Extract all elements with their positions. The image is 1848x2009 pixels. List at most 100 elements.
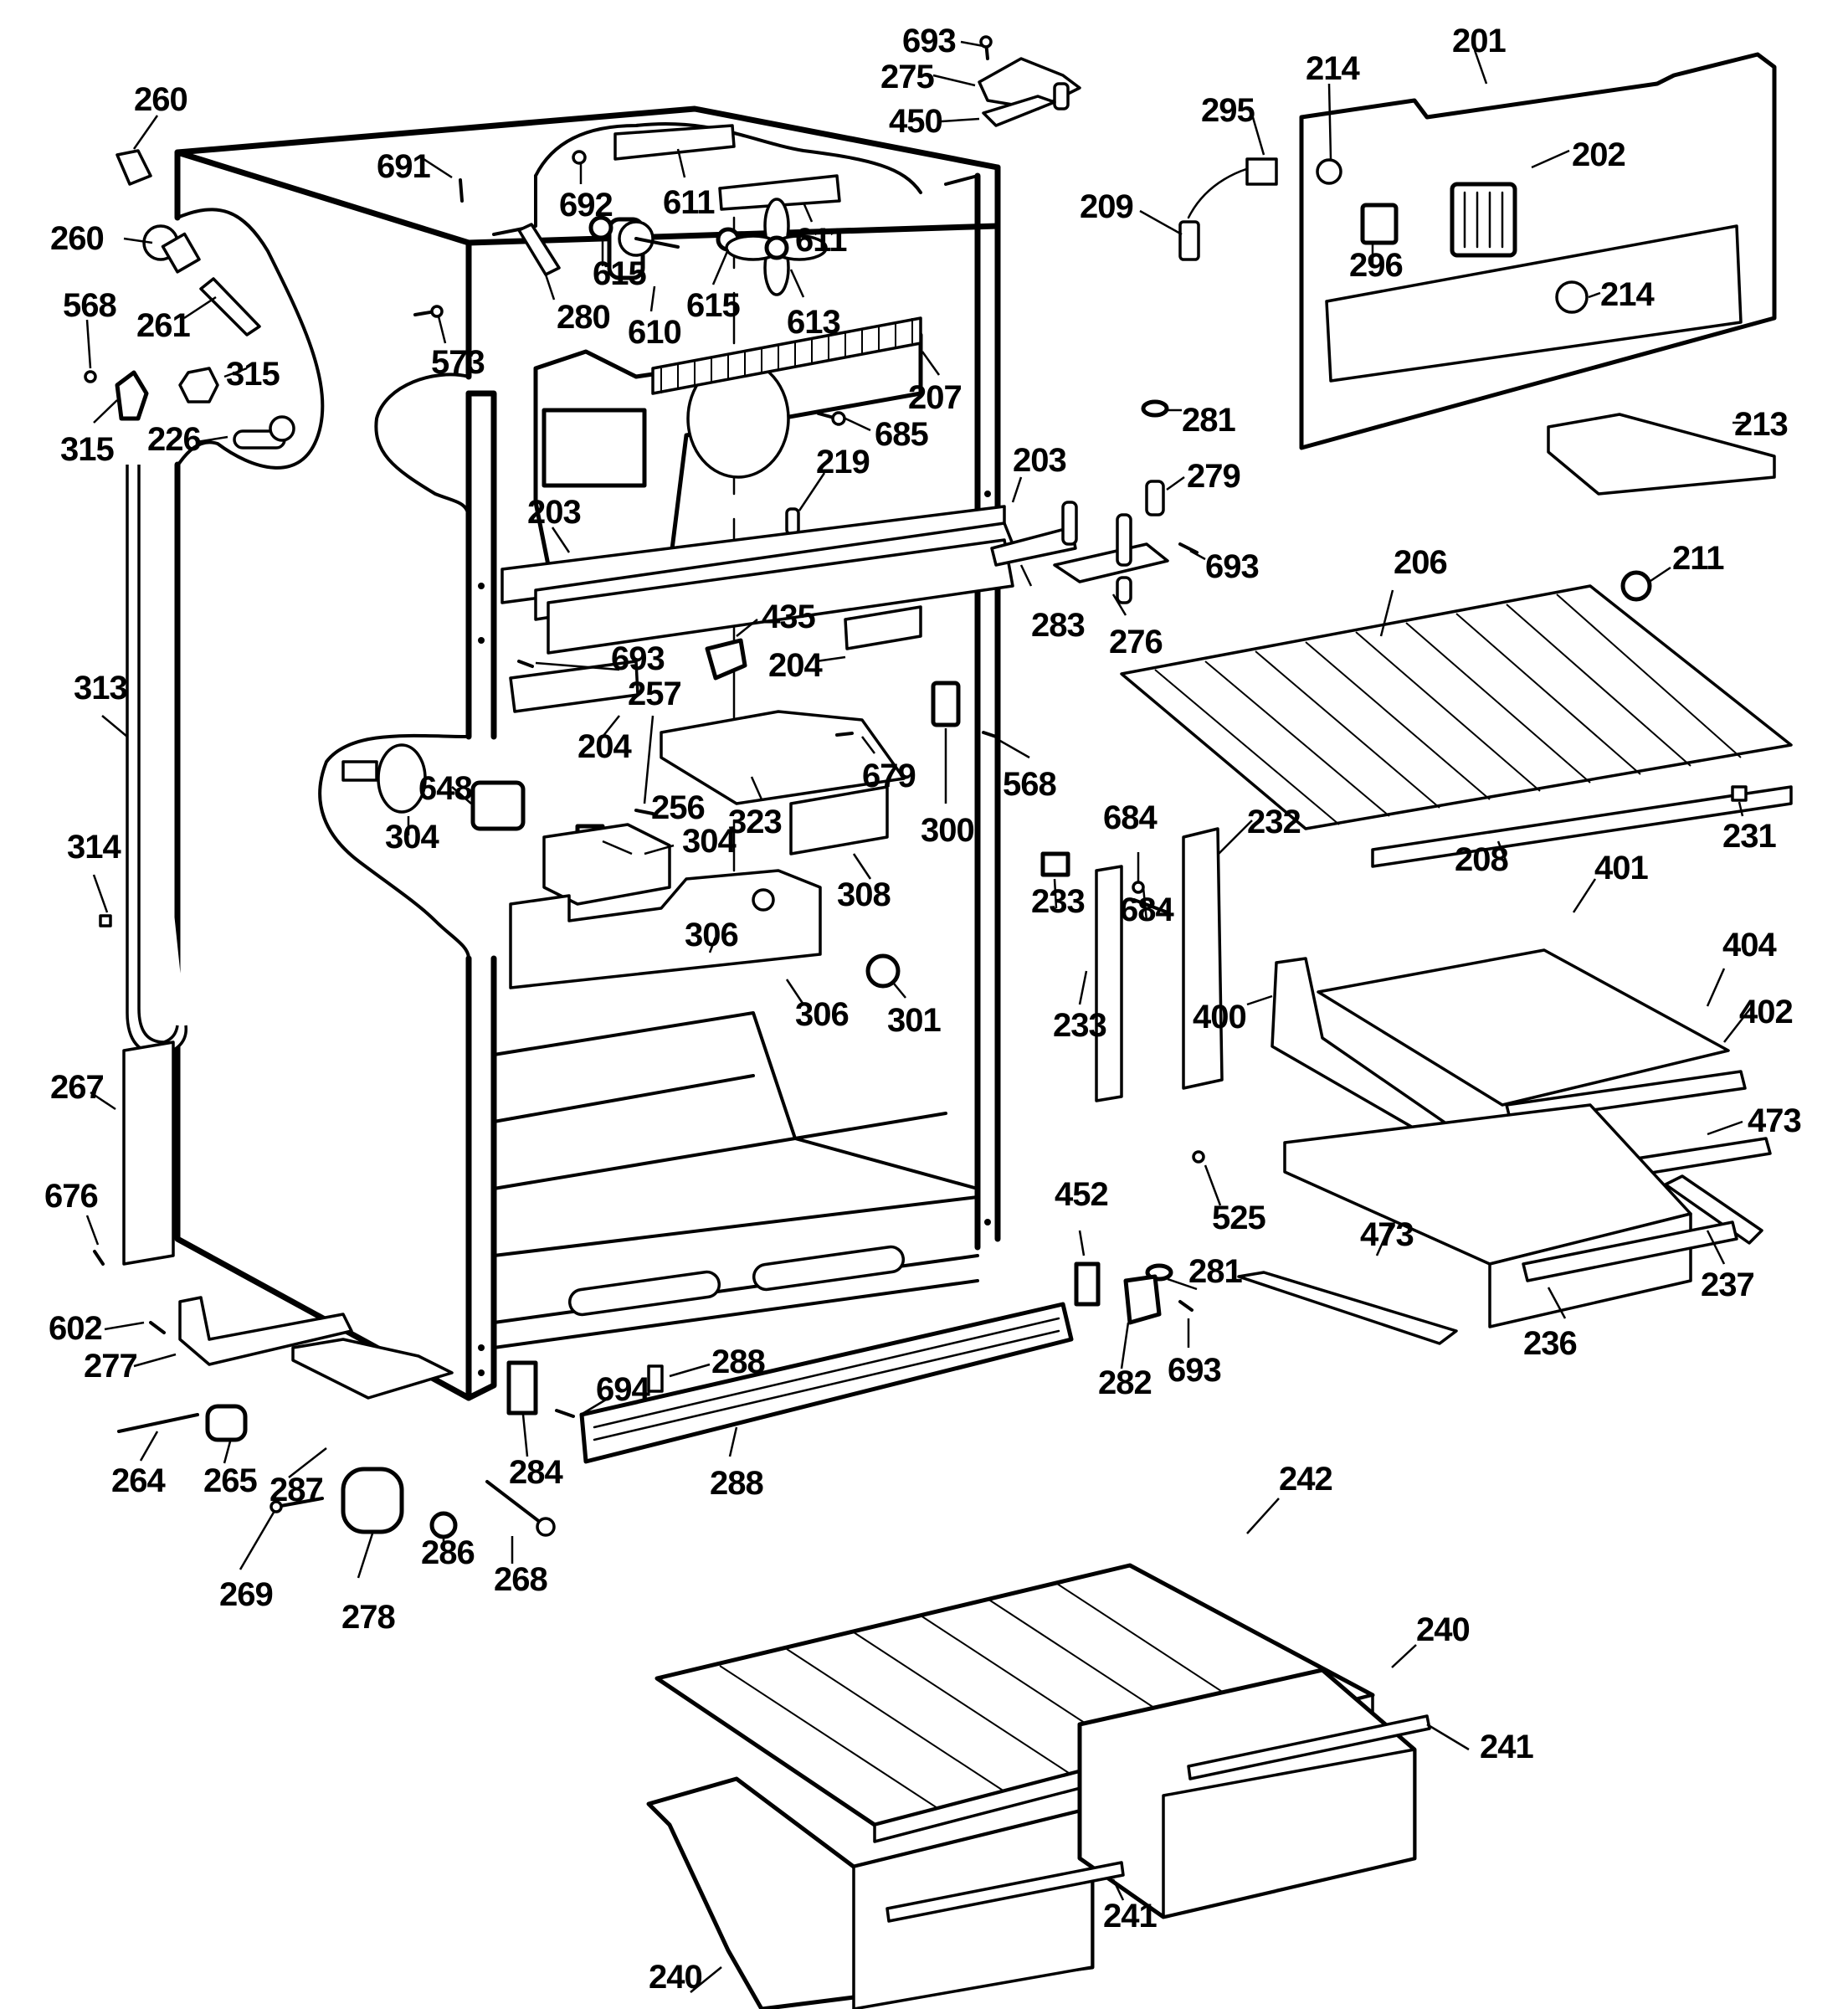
callout-684: 684	[1103, 799, 1158, 836]
callout-402: 402	[1739, 994, 1793, 1030]
callout-203: 203	[1013, 442, 1066, 479]
screw-676	[93, 1250, 105, 1266]
screw-525	[1192, 1150, 1205, 1164]
callout-284: 284	[509, 1454, 563, 1491]
callout-295: 295	[1201, 92, 1255, 129]
callout-264: 264	[111, 1462, 166, 1499]
evaporator-fan-bracket-611b	[718, 174, 841, 211]
screw-693-hinge	[1178, 542, 1199, 554]
clip-314	[99, 914, 112, 927]
screw-693-mid	[517, 660, 534, 668]
drain-fitting-315	[115, 370, 149, 421]
callout-260: 260	[50, 220, 104, 257]
callout-684: 684	[1120, 891, 1174, 928]
nut-286	[429, 1511, 458, 1539]
callout-615: 615	[686, 287, 740, 324]
roller-278	[341, 1467, 404, 1534]
shelf-ladder-233	[1095, 865, 1123, 1102]
callout-236: 236	[1523, 1325, 1577, 1362]
callout-693: 693	[1205, 548, 1259, 585]
screw-693-top	[979, 35, 993, 60]
callout-308: 308	[837, 876, 891, 913]
drain-trap-260-top	[116, 149, 152, 186]
callout-231: 231	[1722, 818, 1776, 855]
thermostat-304	[542, 823, 671, 906]
callout-450: 450	[889, 103, 942, 140]
clip-233	[1040, 851, 1070, 877]
callout-286: 286	[421, 1534, 475, 1571]
callout-267: 267	[50, 1069, 104, 1106]
callout-206: 206	[1394, 544, 1447, 581]
callout-301: 301	[887, 1002, 941, 1039]
center-hinge-276	[1053, 513, 1169, 604]
thermostat-304-dial	[341, 743, 427, 814]
callout-304: 304	[385, 819, 439, 855]
pan-handle-237	[1522, 1220, 1738, 1282]
callout-323: 323	[728, 804, 782, 840]
callout-611: 611	[795, 222, 847, 259]
callout-283: 283	[1031, 607, 1085, 644]
screw-568-right	[982, 731, 998, 738]
callout-314: 314	[67, 829, 121, 866]
bracket-284	[506, 1360, 538, 1416]
callout-233: 233	[1031, 883, 1085, 920]
callout-261: 261	[136, 307, 190, 344]
callout-213: 213	[1734, 406, 1788, 443]
control-housing-306	[509, 869, 822, 989]
mullion-203	[501, 505, 1014, 655]
hinge-shim-450	[982, 95, 1056, 127]
hinge-pin-279	[1145, 480, 1165, 516]
washer-315	[178, 367, 219, 403]
screw-573	[413, 305, 444, 318]
pan-cover-slides-473	[1237, 1174, 1763, 1345]
callout-209: 209	[1080, 188, 1133, 225]
callout-241: 241	[1480, 1729, 1533, 1765]
leader-lines	[85, 40, 1754, 1993]
axle-264	[117, 1413, 199, 1433]
callout-304: 304	[682, 823, 737, 860]
fan-motor-610	[607, 217, 680, 280]
callout-257: 257	[628, 676, 681, 712]
callout-611: 611	[663, 184, 715, 221]
callout-288: 288	[710, 1465, 763, 1502]
callout-276: 276	[1109, 624, 1163, 660]
top-hinge-275	[978, 57, 1081, 110]
callout-labels: 260 260 261 568 315 315 226 313 314 267 …	[44, 23, 1802, 1996]
roller-265	[205, 1404, 248, 1442]
drawer-handle-241-left	[886, 1861, 1125, 1923]
callout-241: 241	[1103, 1898, 1157, 1934]
fan-blade-613	[725, 198, 828, 296]
callout-260: 260	[134, 81, 187, 118]
callout-207: 207	[908, 379, 962, 416]
callout-204: 204	[768, 647, 823, 684]
callout-296: 296	[1349, 247, 1403, 284]
screw-692	[572, 150, 587, 165]
callout-281: 281	[1188, 1253, 1242, 1290]
callout-226: 226	[147, 421, 201, 458]
screw-694	[555, 1409, 575, 1418]
tube-280	[517, 223, 561, 276]
wire-harness-295	[1187, 157, 1278, 219]
callout-280: 280	[557, 299, 610, 336]
callout-214: 214	[1306, 50, 1360, 87]
evaporator-cover-207	[533, 316, 923, 588]
clip-231	[1731, 785, 1748, 802]
crisper-drawer-240-left	[646, 1776, 1095, 2009]
callout-693: 693	[902, 23, 956, 59]
callout-306: 306	[685, 917, 738, 953]
callout-473: 473	[1748, 1102, 1801, 1139]
screw-568-left	[84, 370, 97, 383]
screw-602	[149, 1321, 166, 1334]
callout-525: 525	[1212, 1200, 1265, 1236]
callout-691: 691	[377, 148, 430, 185]
callout-313: 313	[74, 670, 127, 706]
knob-301	[865, 953, 901, 989]
shelf-ladder-232	[1182, 827, 1224, 1090]
screw-679	[835, 732, 854, 737]
callout-232: 232	[1247, 804, 1301, 840]
callout-315: 315	[60, 431, 114, 468]
callout-685: 685	[875, 416, 928, 453]
screw-691	[459, 178, 464, 203]
callout-278: 278	[341, 1599, 395, 1636]
drain-tube-261	[199, 277, 261, 337]
